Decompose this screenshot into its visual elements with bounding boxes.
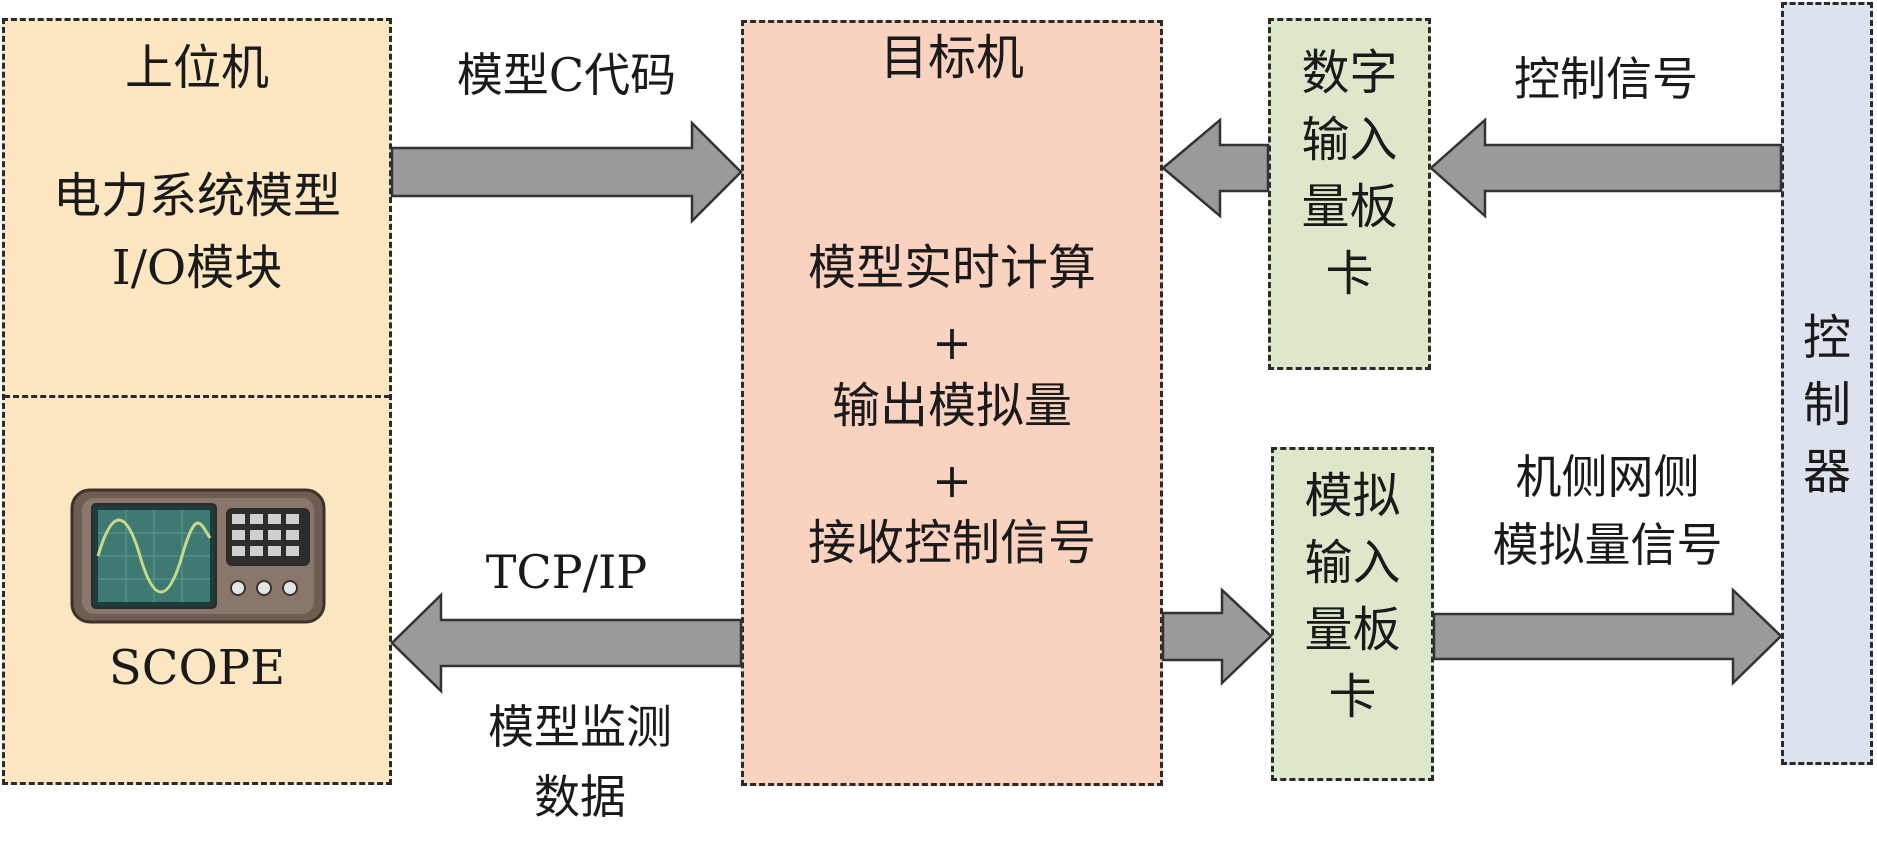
scope-label: SCOPE bbox=[108, 640, 286, 696]
label-control-signal: 控制信号 bbox=[1514, 52, 1698, 106]
controller-line3: 器 bbox=[1802, 444, 1851, 500]
digital-card-line2: 输入 bbox=[1301, 112, 1398, 168]
controller-box bbox=[1781, 2, 1873, 765]
target-plus2: + bbox=[931, 453, 973, 509]
analog-card-line3: 量板 bbox=[1304, 602, 1401, 658]
label-model-code: 模型C代码 bbox=[456, 48, 677, 102]
host-model-line2: I/O模块 bbox=[111, 240, 283, 296]
host-title: 上位机 bbox=[124, 40, 269, 96]
host-computer-box bbox=[2, 18, 392, 785]
digital-card-line3: 量板 bbox=[1301, 179, 1398, 235]
target-plus1: + bbox=[931, 315, 973, 371]
target-line3: 接收控制信号 bbox=[807, 515, 1096, 571]
target-title: 目标机 bbox=[879, 30, 1024, 86]
target-line2: 输出模拟量 bbox=[831, 378, 1072, 434]
label-monitor-line1: 模型监测 bbox=[488, 700, 672, 754]
controller-line1: 控 bbox=[1802, 310, 1851, 366]
arrow-model-code bbox=[390, 119, 743, 225]
target-line1: 模型实时计算 bbox=[807, 240, 1096, 296]
arrow-digital-to-target bbox=[1161, 117, 1270, 219]
arrow-analog-signal bbox=[1432, 587, 1783, 686]
arrow-tcpip bbox=[390, 592, 743, 694]
arrow-target-to-analog bbox=[1161, 587, 1273, 686]
digital-input-card-box bbox=[1268, 18, 1431, 370]
digital-card-line1: 数字 bbox=[1301, 45, 1398, 101]
label-tcpip: TCP/IP bbox=[485, 545, 648, 599]
host-divider bbox=[4, 395, 390, 398]
digital-card-line4: 卡 bbox=[1325, 246, 1374, 302]
host-model-line1: 电力系统模型 bbox=[52, 168, 341, 224]
label-monitor-line2: 数据 bbox=[534, 770, 626, 824]
controller-line2: 制 bbox=[1802, 377, 1851, 433]
arrow-control-signal bbox=[1429, 117, 1783, 219]
label-analog-line2: 模拟量信号 bbox=[1492, 518, 1723, 572]
analog-card-line2: 输入 bbox=[1304, 535, 1401, 591]
analog-card-line1: 模拟 bbox=[1304, 468, 1401, 524]
label-analog-line1: 机侧网侧 bbox=[1515, 450, 1700, 504]
target-computer-box bbox=[741, 20, 1163, 786]
oscilloscope-icon bbox=[70, 488, 326, 624]
analog-input-card-box bbox=[1271, 447, 1434, 781]
analog-card-line4: 卡 bbox=[1328, 669, 1377, 725]
